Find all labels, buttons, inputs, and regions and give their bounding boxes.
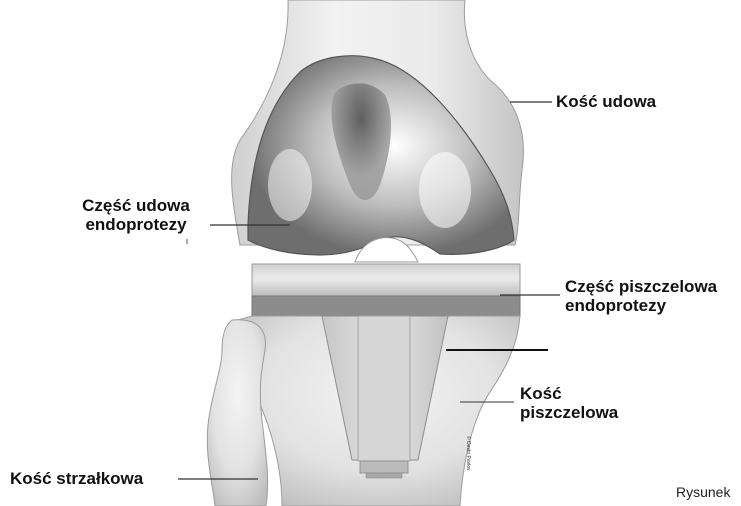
tibial-stem-tip (360, 461, 408, 473)
label-femoral-component-line1: Część udowa (61, 196, 211, 215)
fibula-bone (207, 320, 267, 506)
tibial-stem-tip-cap (366, 473, 402, 478)
label-tibia-line2: piszczelowa (520, 403, 618, 422)
label-femoral-component: Część udowa endoprotezy (61, 196, 211, 234)
copyright-note: © Dmitri Pavlov (465, 436, 471, 471)
label-fibula: Kość strzałkowa (10, 469, 143, 488)
tibial-baseplate (252, 296, 520, 316)
label-tibial-component-line2: endoprotezy (565, 296, 717, 315)
figure-caption: Rysunek (676, 484, 730, 500)
tibial-tray (252, 264, 520, 296)
label-tibia-line1: Kość (520, 384, 618, 403)
tibial-stem-inner (358, 316, 410, 461)
condyle-highlight-left (268, 149, 312, 221)
label-femur: Kość udowa (556, 92, 656, 111)
label-tibia: Kość piszczelowa (520, 384, 618, 422)
label-femoral-component-line2: endoprotezy (61, 215, 211, 234)
label-tibial-component: Część piszczelowa endoprotezy (565, 277, 717, 315)
label-tibial-component-line1: Część piszczelowa (565, 277, 717, 296)
condyle-highlight (419, 152, 471, 228)
